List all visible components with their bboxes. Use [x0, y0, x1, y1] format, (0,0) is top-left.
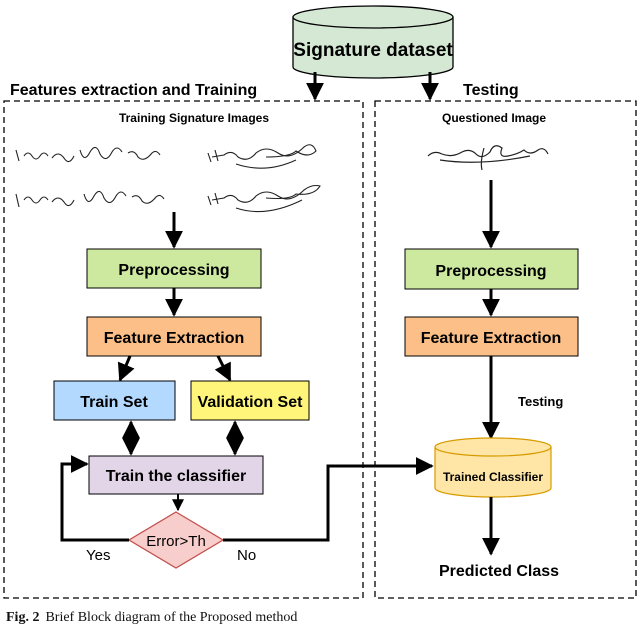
- train-classifier-label: Train the classifier: [106, 468, 247, 485]
- testing-panel-title: Testing: [463, 82, 519, 99]
- yes-label: Yes: [86, 547, 110, 564]
- training-panel-title: Features extraction and Training: [10, 82, 257, 99]
- predicted-class-label: Predicted Class: [439, 563, 559, 580]
- questioned-signature: [427, 145, 549, 171]
- block-diagram: Signature dataset Features extraction an…: [3, 5, 637, 599]
- feature-extraction-label-training: Feature Extraction: [104, 330, 244, 347]
- signature-sample-2: [207, 144, 317, 169]
- figure-caption: Fig. 2 Brief Block diagram of the Propose…: [6, 610, 297, 626]
- testing-label: Testing: [518, 394, 563, 409]
- figure-caption-text: Brief Block diagram of the Proposed meth…: [45, 610, 298, 625]
- training-images-label: Training Signature Images: [119, 111, 269, 125]
- decision-diamond: [127, 511, 225, 569]
- figure-number: Fig. 2: [6, 610, 40, 625]
- signature-sample-1: [15, 146, 161, 163]
- testing-panel: [374, 100, 637, 599]
- validation-set-box: [190, 380, 310, 421]
- trained-classifier-label: Trained Classifier: [443, 470, 543, 484]
- arrow-features-to-validation-set: [214, 355, 232, 382]
- training-panel: [3, 100, 364, 599]
- signature-sample-3: [15, 190, 165, 208]
- train-set-label: Train Set: [80, 394, 148, 411]
- preprocessing-label-testing: Preprocessing: [435, 263, 546, 280]
- no-label: No: [237, 547, 256, 564]
- signature-dataset-cylinder: [292, 5, 454, 79]
- yes-loop-arrow: [60, 455, 129, 542]
- signature-sample-4: [207, 184, 321, 213]
- train-classifier-box: [88, 455, 264, 495]
- trained-classifier-cylinder: [434, 437, 552, 498]
- dataset-label: Signature dataset: [293, 40, 453, 61]
- feature-extraction-box-training: [86, 316, 262, 357]
- arrow-features-to-train-set: [117, 355, 135, 382]
- preprocessing-box-testing: [404, 248, 579, 290]
- decision-label: Error>Th: [146, 533, 206, 550]
- preprocessing-label-training: Preprocessing: [118, 262, 229, 279]
- feature-extraction-label-testing: Feature Extraction: [421, 330, 561, 347]
- no-path-arrow: [223, 457, 434, 542]
- train-set-box: [53, 380, 176, 421]
- questioned-image-label: Questioned Image: [442, 111, 546, 125]
- validation-set-label: Validation Set: [198, 394, 304, 411]
